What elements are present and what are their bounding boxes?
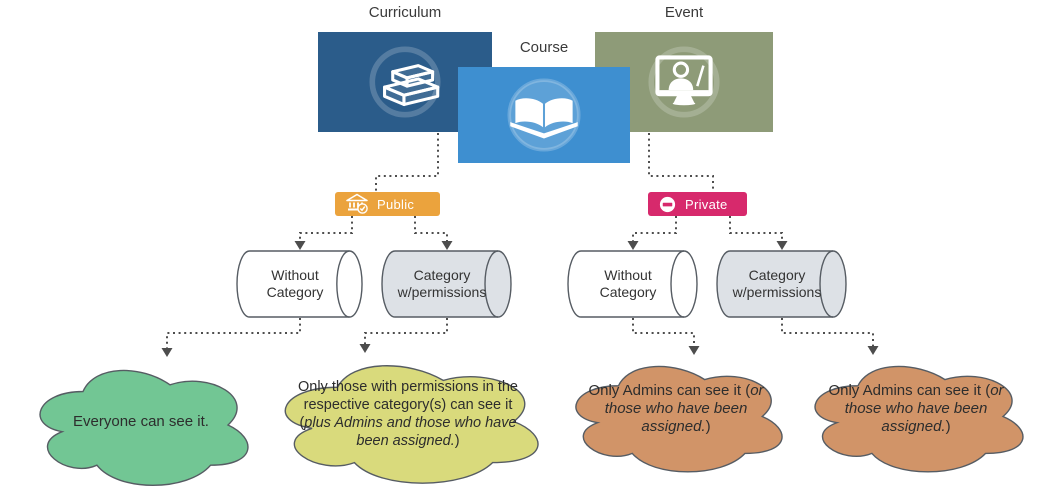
- connector-private-to-category-permissions: [729, 216, 783, 241]
- cloud-only-admins-2: Only Admins can see it (or those who hav…: [800, 355, 1032, 478]
- arrowhead-icon: [627, 241, 639, 250]
- arrowhead-icon: [867, 346, 879, 355]
- books-icon: [369, 46, 441, 118]
- arrowhead-icon: [441, 241, 453, 250]
- connector-cyl1-to-cloud-everyone: [166, 318, 301, 348]
- connector-cyl2-to-cloud-permissions: [364, 318, 448, 344]
- arrowhead-icon: [776, 241, 788, 250]
- monitor-person-icon: [648, 46, 720, 118]
- cloud-everyone-can-see: Everyone can see it.: [25, 358, 257, 492]
- cloud-category-permissions: Only those with permissions in the respe…: [267, 353, 549, 490]
- badge-public: Public: [335, 192, 440, 216]
- connector-public-to-without-category: [299, 216, 353, 241]
- connector-public-to-category-permissions: [414, 216, 448, 241]
- connector-event-to-private: [648, 133, 714, 192]
- badge-private-label: Private: [685, 196, 728, 212]
- arrowhead-icon: [359, 344, 371, 353]
- cloud-text: Only those with permissions in the respe…: [297, 378, 518, 449]
- cloud-only-admins-1: Only Admins can see it (or those who hav…: [561, 355, 791, 478]
- connector-private-to-without-category: [632, 216, 677, 241]
- arrowhead-icon: [294, 241, 306, 250]
- cloud-text: Everyone can see it.: [73, 413, 209, 430]
- arrowhead-icon: [161, 348, 173, 357]
- label-event: Event: [664, 4, 704, 21]
- cloud-text: Only Admins can see it (or those who hav…: [828, 381, 1004, 435]
- open-book-icon: [507, 78, 581, 152]
- connector-curriculum-to-public: [375, 133, 439, 192]
- bank-check-icon: [346, 193, 368, 214]
- label-course: Course: [519, 39, 569, 56]
- badge-public-label: Public: [377, 196, 415, 212]
- arrowhead-icon: [688, 346, 700, 355]
- connector-cyl4-to-cloud-admins2: [781, 318, 874, 346]
- label-curriculum: Curriculum: [368, 4, 442, 21]
- connector-cyl3-to-cloud-admins1: [632, 318, 695, 346]
- tile-course: [458, 67, 630, 163]
- no-entry-icon: [659, 196, 676, 212]
- cloud-text: Only Admins can see it (or those who hav…: [588, 381, 764, 435]
- badge-private: Private: [648, 192, 747, 216]
